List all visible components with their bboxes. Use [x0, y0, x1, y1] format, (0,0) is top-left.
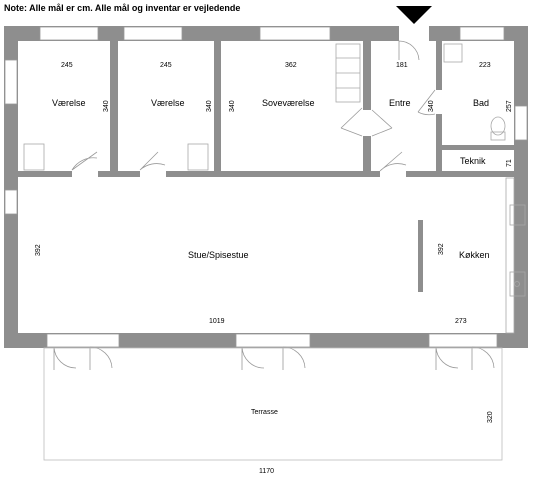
dim-terrasse-width: 1170 — [259, 468, 274, 475]
dim-stue-depth: 392 — [35, 244, 42, 256]
dim-bad-width: 223 — [479, 62, 491, 69]
dim-kokken-depth: 392 — [438, 243, 445, 255]
room-label-kokken: Køkken — [459, 250, 490, 260]
dim-vaerelse-1-width: 245 — [61, 62, 73, 69]
dim-kokken-width: 273 — [455, 318, 467, 325]
exterior-walls — [4, 26, 528, 348]
dim-stue-width: 1019 — [209, 318, 225, 325]
room-label-vaerelse-1: Værelse — [52, 98, 86, 108]
dim-vaerelse-1-depth: 340 — [103, 100, 110, 112]
dim-terrasse-depth: 320 — [487, 411, 494, 423]
room-label-bad: Bad — [473, 98, 489, 108]
doors — [53, 25, 495, 370]
dim-vaerelse-2-depth: 340 — [206, 100, 213, 112]
dim-sovevaerelse-width: 362 — [285, 62, 297, 69]
plan-note: Note: Alle mål er cm. Alle mål og invent… — [4, 3, 241, 13]
dim-entre-depth: 340 — [428, 100, 435, 112]
room-label-teknik: Teknik — [460, 156, 486, 166]
dim-sovevaerelse-depth: 340 — [229, 100, 236, 112]
dim-teknik-depth: 71 — [506, 159, 513, 167]
room-label-vaerelse-2: Værelse — [151, 98, 185, 108]
windows — [4, 26, 528, 348]
dim-entre-width: 181 — [396, 62, 408, 69]
room-label-sovevaerelse: Soveværelse — [262, 98, 315, 108]
room-label-terrasse: Terrasse — [251, 409, 278, 416]
dim-bad-depth: 257 — [506, 100, 513, 112]
entrance-arrow-icon — [396, 6, 432, 24]
fixtures — [23, 43, 526, 334]
room-label-stue: Stue/Spisestue — [188, 250, 249, 260]
dim-vaerelse-2-width: 245 — [160, 62, 172, 69]
room-label-entre: Entre — [389, 98, 411, 108]
terrasse-outline — [43, 347, 503, 461]
